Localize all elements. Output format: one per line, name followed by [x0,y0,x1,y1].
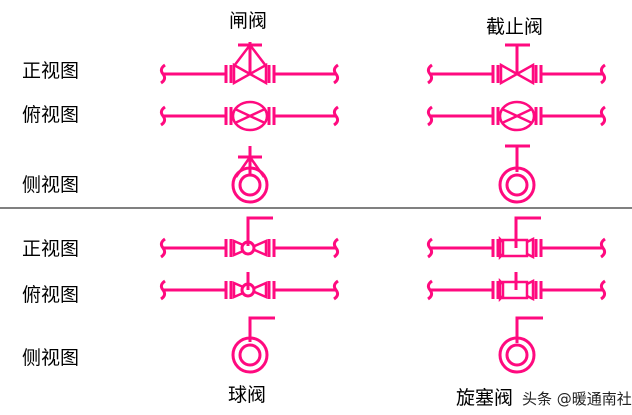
label-top-view-upper: 俯视图 [22,104,80,126]
ball-valve-front-view [159,216,340,259]
plug-valve-front-view [426,216,607,261]
label-front-view-lower: 正视图 [22,238,80,260]
label-front-view-upper: 正视图 [22,60,80,82]
gate-valve-title: 闸阀 [229,10,268,32]
globe-valve-side-view [498,144,536,204]
label-side-view-upper: 侧视图 [22,174,80,196]
gate-valve-front-view [159,42,340,86]
plug-valve-top-view [426,272,607,303]
watermark: 头条 @暖通南社 [522,390,632,408]
globe-valve-front-view [426,43,607,86]
ball-valve-title: 球阀 [228,384,267,406]
globe-valve-title: 截止阀 [486,16,544,38]
globe-valve-top-view [426,100,607,132]
plug-valve-title: 旋塞阀 [456,387,514,409]
gate-valve-top-view [159,100,340,132]
plug-valve-side-view [498,316,543,374]
ball-valve-top-view [159,272,340,301]
gate-valve-side-view [231,146,269,204]
ball-valve-side-view [231,316,275,374]
label-top-view-lower: 俯视图 [22,284,80,306]
label-side-view-lower: 侧视图 [22,347,80,369]
